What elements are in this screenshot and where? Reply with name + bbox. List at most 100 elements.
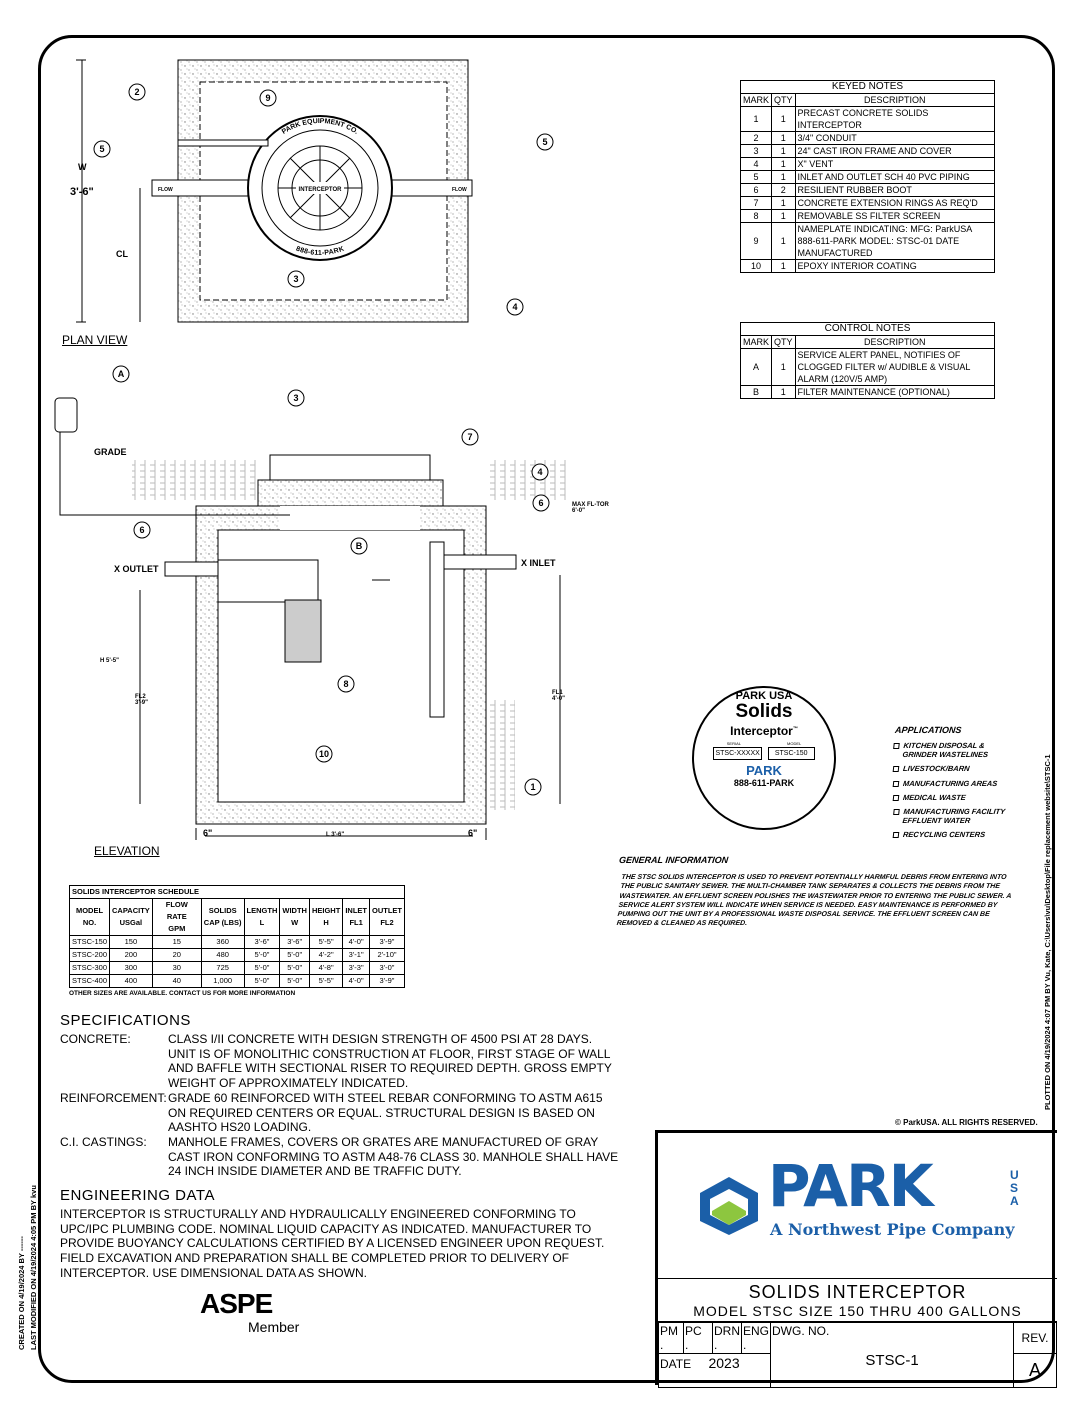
schedule-cell: 3'-3" bbox=[342, 961, 370, 975]
drn-value: . bbox=[714, 1338, 718, 1352]
callout: 2 bbox=[134, 87, 139, 97]
title-block: PARK USA A Northwest Pipe Company SOLIDS… bbox=[655, 1130, 1057, 1388]
checkbox-icon bbox=[893, 743, 900, 749]
keyed-notes-title: KEYED NOTES bbox=[740, 80, 995, 94]
drn-label: DRN bbox=[714, 1324, 740, 1338]
schedule-cell: 15 bbox=[151, 935, 202, 949]
mark: 8 bbox=[739, 209, 773, 223]
schedule-cell: 5'-0" bbox=[279, 961, 310, 975]
dim-l: L 3'-6" bbox=[326, 832, 345, 838]
spec-label: C.I. CASTINGS: bbox=[60, 1134, 147, 1149]
schedule-cell: 5'-0" bbox=[279, 974, 310, 988]
model-value: STSC-150 bbox=[767, 747, 815, 760]
spec-text: GRADE 60 REINFORCED WITH STEEL REBAR CON… bbox=[168, 1090, 603, 1135]
application-label: MANUFACTURING AREAS bbox=[902, 778, 998, 788]
spec-label: REINFORCEMENT: bbox=[60, 1090, 167, 1105]
rev-label: REV. bbox=[1013, 1322, 1057, 1354]
header-description: DESCRIPTION bbox=[794, 93, 996, 107]
dim-6-right: 6" bbox=[468, 828, 478, 838]
engineering-title: ENGINEERING DATA bbox=[60, 1187, 215, 1205]
nameplate-title: Solids bbox=[735, 701, 793, 722]
pm-label: PM bbox=[660, 1324, 678, 1338]
schedule-cell: 300 bbox=[109, 961, 153, 975]
trademark: ™ bbox=[792, 726, 798, 732]
header-line: WIDTH bbox=[282, 906, 307, 915]
header-line: SOLIDS bbox=[208, 906, 237, 915]
elevation-drawing bbox=[54, 397, 570, 840]
application-item: MEDICAL WASTE bbox=[892, 793, 1009, 802]
spec-label: CONCRETE: bbox=[60, 1032, 131, 1046]
schedule-cell: 20 bbox=[151, 948, 202, 962]
header-line: NO. bbox=[82, 918, 97, 927]
application-item: LIVESTOCK/BARN bbox=[892, 764, 1009, 774]
callout: 6 bbox=[538, 498, 543, 508]
application-item: MANUFACTURING AREAS bbox=[892, 778, 1009, 788]
eng-label: ENG bbox=[743, 1324, 770, 1338]
modified-info: LAST MODIFIED ON 4/19/2024 4:05 PM BY kv… bbox=[29, 1185, 38, 1350]
copyright: © ParkUSA. ALL RIGHTS RESERVED. bbox=[895, 1118, 1038, 1127]
specifications-title: SPECIFICATIONS bbox=[60, 1012, 191, 1029]
application-label: KITCHEN DISPOSAL & GRINDER WASTELINES bbox=[902, 741, 989, 760]
spec-item: CONCRETE:CLASS I/II CONCRETE WITH DESIGN… bbox=[60, 1032, 620, 1091]
description: SERVICE ALERT PANEL, NOTIFIES OF CLOGGED… bbox=[794, 348, 996, 386]
header-line: INLET bbox=[345, 906, 367, 915]
description: 3/4" CONDUIT bbox=[794, 131, 996, 145]
drawing-title: SOLIDS INTERCEPTOR bbox=[748, 1282, 967, 1302]
callout: 8 bbox=[343, 679, 348, 689]
application-item: MANUFACTURING FACILITY EFFLUENT WATER bbox=[892, 807, 1009, 825]
mark: 2 bbox=[739, 131, 773, 145]
schedule-footnote: OTHER SIZES ARE AVAILABLE. CONTACT US FO… bbox=[69, 990, 296, 997]
schedule-cell: 3'-0" bbox=[368, 961, 406, 975]
schedule-cell: 3'-6" bbox=[243, 935, 281, 949]
control-notes-title: CONTROL NOTES bbox=[740, 322, 995, 336]
checkbox-icon bbox=[892, 794, 900, 801]
aspe-member: Member bbox=[248, 1318, 300, 1335]
header-line: FL1 bbox=[349, 918, 363, 927]
description: CONCRETE EXTENSION RINGS AS REQ'D bbox=[794, 196, 996, 210]
description: NAMEPLATE INDICATING: MFG: ParkUSA 888-6… bbox=[794, 222, 996, 260]
checkbox-icon bbox=[892, 780, 900, 787]
schedule-header: INLET FL1 bbox=[342, 898, 370, 936]
header-line: USGal bbox=[119, 918, 143, 927]
logo-area: PARK USA A Northwest Pipe Company bbox=[658, 1133, 1057, 1279]
schedule-cell: 480 bbox=[200, 948, 245, 962]
header-description: DESCRIPTION bbox=[794, 335, 996, 349]
specifications-list: CONCRETE:CLASS I/II CONCRETE WITH DESIGN… bbox=[60, 1032, 620, 1179]
description: FILTER MAINTENANCE (OPTIONAL) bbox=[794, 385, 996, 399]
application-label: MANUFACTURING FACILITY EFFLUENT WATER bbox=[902, 807, 1006, 826]
nameplate-top: PARK USA bbox=[735, 690, 793, 702]
date-label: DATE bbox=[660, 1357, 692, 1371]
checkbox-icon bbox=[892, 832, 900, 839]
qty: 1 bbox=[771, 259, 796, 273]
header-line: FL2 bbox=[380, 918, 394, 927]
general-info-text: THE STSC SOLIDS INTERCEPTOR IS USED TO P… bbox=[616, 874, 1012, 928]
flow-label-right: FLOW bbox=[452, 187, 467, 193]
callout: 4 bbox=[512, 302, 517, 312]
plan-view-drawing bbox=[76, 59, 473, 323]
checkbox-icon bbox=[892, 766, 900, 773]
header-line: FLOW RATE bbox=[165, 900, 188, 921]
mark: 1 bbox=[739, 106, 773, 132]
dwg-no-label: DWG. NO. bbox=[772, 1324, 830, 1338]
spec-text: MANHOLE FRAMES, COVERS OR GRATES ARE MAN… bbox=[168, 1134, 619, 1179]
schedule-cell: STSC-200 bbox=[69, 948, 110, 962]
mark: 7 bbox=[739, 196, 773, 210]
serial-value: STSC-XXXXX bbox=[713, 747, 762, 760]
dim-w-value: 3'-6" bbox=[70, 186, 94, 198]
application-label: LIVESTOCK/BARN bbox=[902, 764, 971, 774]
schedule-cell: 200 bbox=[109, 948, 153, 962]
description: X" VENT bbox=[794, 157, 996, 171]
description: EPOXY INTERIOR COATING bbox=[794, 259, 996, 273]
applications-title: APPLICATIONS bbox=[894, 725, 962, 735]
